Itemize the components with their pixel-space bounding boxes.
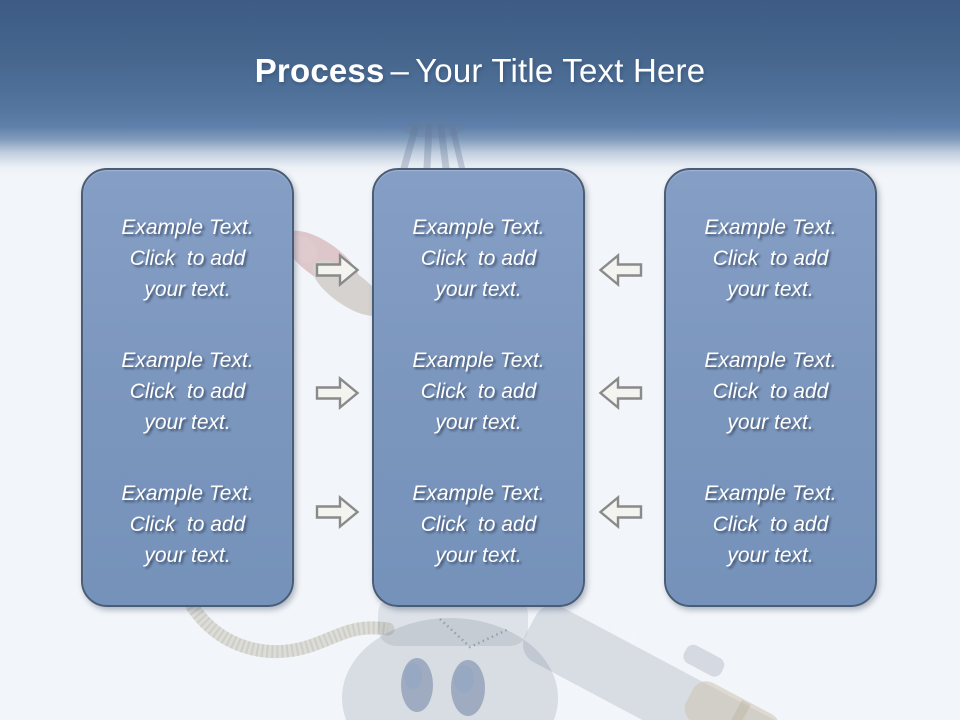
text-placeholder[interactable]: Example Text. Click to add your text. — [121, 349, 254, 434]
header-gradient-band — [0, 0, 960, 178]
text-placeholder[interactable]: Example Text. Click to add your text. — [412, 482, 545, 567]
text-placeholder[interactable]: Example Text. Click to add your text. — [412, 216, 545, 301]
text-placeholder[interactable]: Example Text. Click to add your text. — [704, 482, 837, 567]
process-box-middle[interactable]: Example Text. Click to add your text. Ex… — [372, 168, 585, 607]
title-separator: – — [390, 52, 410, 89]
text-placeholder[interactable]: Example Text. Click to add your text. — [704, 216, 837, 301]
block-arrow-right-icon — [315, 253, 360, 287]
slide-title: Process–Your Title Text Here — [0, 52, 960, 90]
text-placeholder[interactable]: Example Text. Click to add your text. — [121, 482, 254, 567]
title-emphasis: Process — [254, 52, 385, 89]
process-box-right[interactable]: Example Text. Click to add your text. Ex… — [664, 168, 877, 607]
text-placeholder[interactable]: Example Text. Click to add your text. — [121, 216, 254, 301]
block-arrow-left-icon — [598, 253, 643, 287]
block-arrow-right-icon — [315, 376, 360, 410]
block-arrow-left-icon — [598, 495, 643, 529]
block-arrow-left-icon — [598, 376, 643, 410]
process-box-left[interactable]: Example Text. Click to add your text. Ex… — [81, 168, 294, 607]
block-arrow-right-icon — [315, 495, 360, 529]
title-rest: Your Title Text Here — [415, 52, 706, 89]
text-placeholder[interactable]: Example Text. Click to add your text. — [412, 349, 545, 434]
text-placeholder[interactable]: Example Text. Click to add your text. — [704, 349, 837, 434]
